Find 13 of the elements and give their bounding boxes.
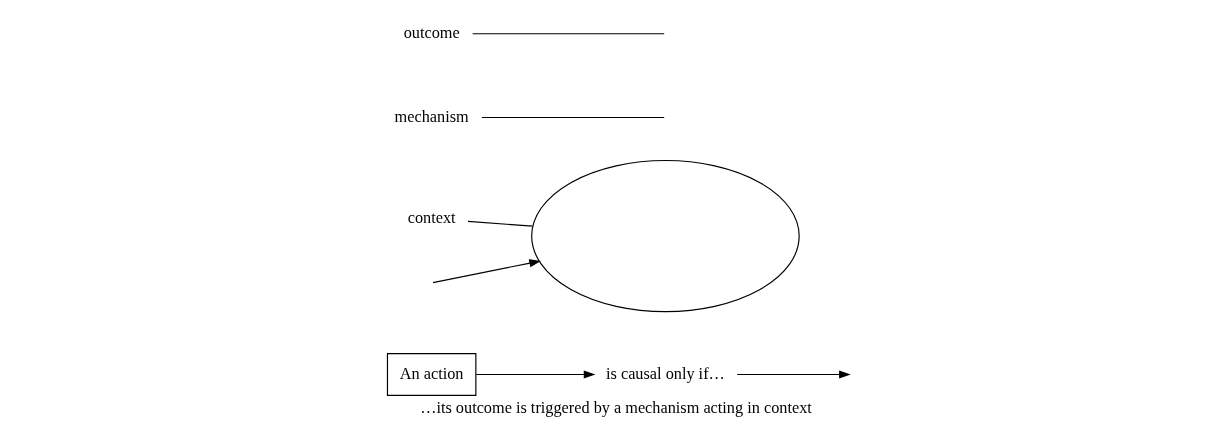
connector — [467, 220, 534, 227]
node-text: mechanism — [394, 106, 469, 126]
node-text: outcome — [403, 23, 460, 43]
node-ellipse — [531, 159, 800, 313]
node-box: An action — [386, 353, 477, 396]
arrow — [475, 370, 596, 379]
arrow — [736, 370, 851, 379]
connector — [472, 33, 665, 35]
arrow — [432, 259, 541, 284]
node-text: is causal only if… — [606, 363, 725, 383]
connector — [481, 116, 665, 119]
node-text: context — [407, 207, 456, 227]
caption: …its outcome is triggered by a mechanism acting in context — [420, 398, 812, 418]
